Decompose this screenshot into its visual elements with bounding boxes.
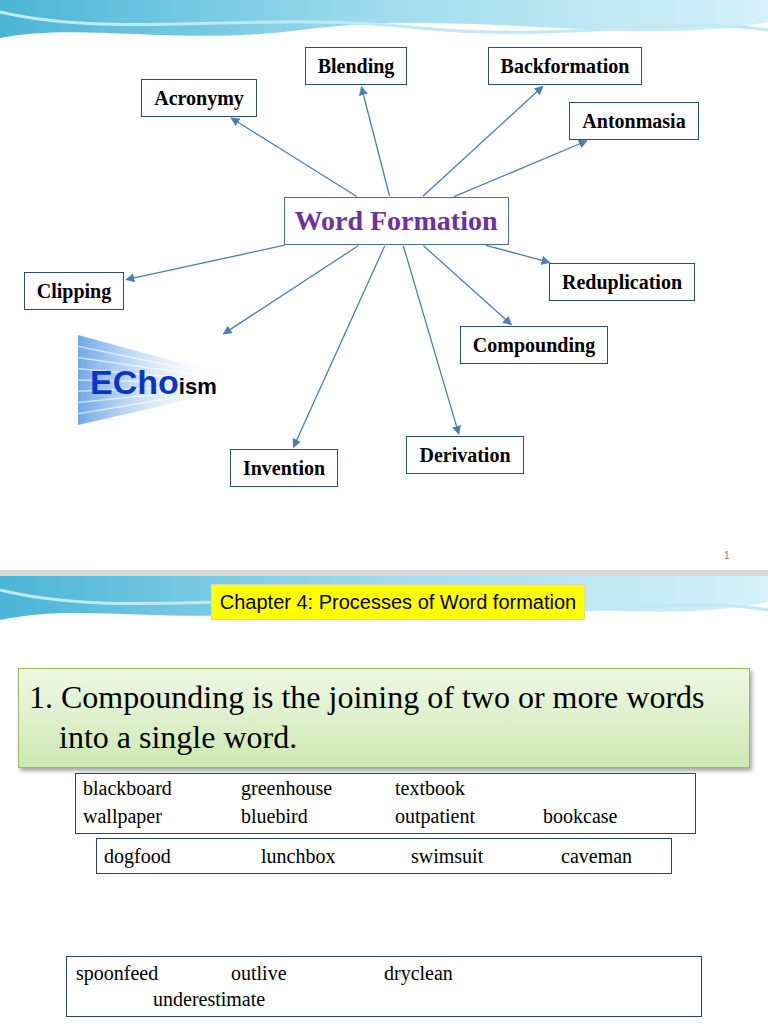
box-label: Acronymy bbox=[154, 86, 244, 110]
header-wave bbox=[0, 0, 768, 38]
box-label: Derivation bbox=[419, 443, 510, 467]
example-box: dogfood lunchbox swimsuit caveman bbox=[96, 838, 672, 874]
box-label: Chapter 4: Processes of Word formation bbox=[220, 590, 576, 614]
arrow-connector bbox=[223, 246, 358, 334]
arrow-connector bbox=[231, 118, 357, 196]
process-box: Reduplication bbox=[549, 263, 695, 301]
example-word: spoonfeed bbox=[76, 961, 158, 985]
definition-box: 1. Compounding is the joining of two or … bbox=[18, 668, 750, 768]
arrow-connector bbox=[454, 141, 587, 197]
echo-fan: EChoism bbox=[78, 335, 228, 425]
box-label: Compounding bbox=[473, 333, 595, 357]
box-label: Backformation bbox=[501, 54, 630, 78]
arrow-connector bbox=[423, 86, 543, 196]
example-word: underestimate bbox=[153, 987, 265, 1011]
example-word: dryclean bbox=[384, 961, 453, 985]
arrow-connector bbox=[126, 245, 284, 279]
process-box: Clipping bbox=[24, 272, 124, 310]
slide-divider bbox=[0, 570, 768, 576]
process-box: Compounding bbox=[460, 326, 608, 364]
example-word: textbook bbox=[395, 776, 465, 800]
box-label: Word Formation bbox=[295, 204, 498, 238]
box-label: Blending bbox=[318, 54, 395, 78]
echo-text: ECho bbox=[90, 363, 179, 401]
page-number: 1 bbox=[724, 550, 730, 561]
arrow-connector bbox=[423, 246, 511, 325]
process-box: Backformation bbox=[488, 47, 643, 85]
chapter-banner: Chapter 4: Processes of Word formation bbox=[211, 584, 585, 620]
central-box: Word Formation bbox=[284, 197, 509, 245]
process-box: Antonmasia bbox=[569, 102, 698, 140]
process-box: Invention bbox=[230, 449, 338, 487]
box-label: Invention bbox=[243, 456, 325, 480]
arrow-connector bbox=[293, 246, 384, 447]
arrow-connector bbox=[486, 245, 550, 262]
box-label: 1. Compounding is the joining of two or … bbox=[59, 677, 709, 757]
box-label: Reduplication bbox=[562, 270, 682, 294]
header-wave bbox=[0, 576, 768, 620]
example-word: outpatient bbox=[395, 804, 475, 828]
arrow-connector bbox=[403, 246, 458, 434]
example-box: blackboard greenhouse textbook wallpaper blu… bbox=[75, 773, 696, 834]
echo-suffix: ism bbox=[179, 374, 217, 399]
box-label: Antonmasia bbox=[582, 109, 685, 133]
example-box: spoonfeed outlive dryclean underestimate bbox=[66, 956, 702, 1017]
example-word: swimsuit bbox=[411, 844, 483, 868]
example-word: outlive bbox=[231, 961, 287, 985]
example-word: lunchbox bbox=[261, 844, 335, 868]
arrow-connector bbox=[361, 87, 389, 196]
box-label: Clipping bbox=[37, 279, 111, 303]
example-word: bookcase bbox=[543, 804, 617, 828]
process-box: Acronymy bbox=[141, 79, 257, 117]
example-word: greenhouse bbox=[241, 776, 332, 800]
process-box: Derivation bbox=[406, 436, 523, 474]
example-word: wallpaper bbox=[83, 804, 162, 828]
example-word: dogfood bbox=[104, 844, 171, 868]
example-word: caveman bbox=[561, 844, 632, 868]
process-box: Blending bbox=[305, 47, 408, 85]
example-word: blackboard bbox=[83, 776, 172, 800]
example-word: bluebird bbox=[241, 804, 308, 828]
